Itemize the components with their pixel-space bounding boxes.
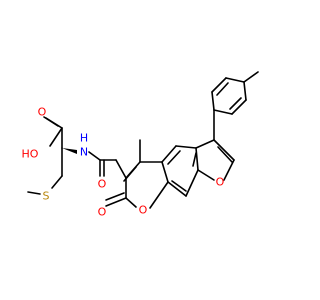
atom-label: HO — [22, 148, 39, 161]
atom-label: S — [43, 190, 50, 203]
furan-fused-bond — [195, 147, 199, 171]
acid-hydroxyl-bond — [49, 127, 63, 147]
atom-label: O — [98, 206, 107, 219]
structure-svg: O HO N H O S O O O — [22, 71, 259, 219]
atom-labels: O HO N H O S O O O — [22, 106, 225, 219]
tolyl-ring-bond — [213, 109, 233, 115]
lactone-carbonyl-bond — [105, 197, 127, 207]
tolyl-double-bond — [216, 82, 229, 96]
tolyl-ring-bond — [231, 99, 247, 115]
atom-label: H — [80, 132, 88, 145]
benzene-ring — [161, 145, 199, 197]
chain-bond — [115, 159, 127, 179]
furan-ring — [195, 109, 235, 181]
benzene-double-bond — [171, 180, 187, 192]
benzene-bond — [161, 161, 169, 183]
tolyl-ring-bond — [211, 77, 227, 93]
atom-label: O — [98, 178, 107, 191]
furan-bond — [223, 159, 235, 181]
tolyl-ring-bond — [211, 91, 215, 111]
amide-chain — [88, 151, 127, 179]
amide-n-bond — [88, 151, 101, 161]
pyranone-ring — [105, 139, 169, 209]
tolyl-methyl-bond — [243, 71, 259, 83]
benzene-bond — [167, 181, 187, 197]
benzene-double-bond — [192, 152, 197, 167]
pyranone-bond — [125, 197, 137, 208]
benzene-bond — [185, 169, 199, 197]
lactone-carbonyl-double-bond — [105, 192, 125, 201]
atom-label: O — [38, 106, 47, 119]
atom-label: O — [216, 176, 225, 189]
benzene-bond — [175, 145, 197, 149]
furan-double-bond — [217, 146, 233, 163]
furan-bond — [195, 139, 215, 149]
atom-label: O — [139, 204, 148, 217]
thioether-bond — [51, 175, 63, 189]
tolyl-ring-bond — [225, 77, 245, 83]
furan-bond — [213, 139, 235, 161]
stereo-wedge-bond — [62, 148, 77, 154]
tolyl-double-bond — [229, 97, 242, 110]
benzene-bond — [161, 145, 177, 163]
benzene-double-bond — [167, 150, 181, 165]
molecule-diagram: O HO N H O S O O O — [21, 71, 259, 219]
cysteine-core — [27, 116, 77, 195]
tolyl-ring-bond — [243, 81, 247, 101]
furan-bond — [197, 169, 215, 181]
atom-label: N — [80, 146, 88, 159]
pyranone-bond — [149, 181, 169, 209]
s-methyl-bond — [27, 191, 41, 195]
acid-carbonyl-double-bond — [43, 116, 59, 127]
tolyl-group — [211, 71, 259, 115]
